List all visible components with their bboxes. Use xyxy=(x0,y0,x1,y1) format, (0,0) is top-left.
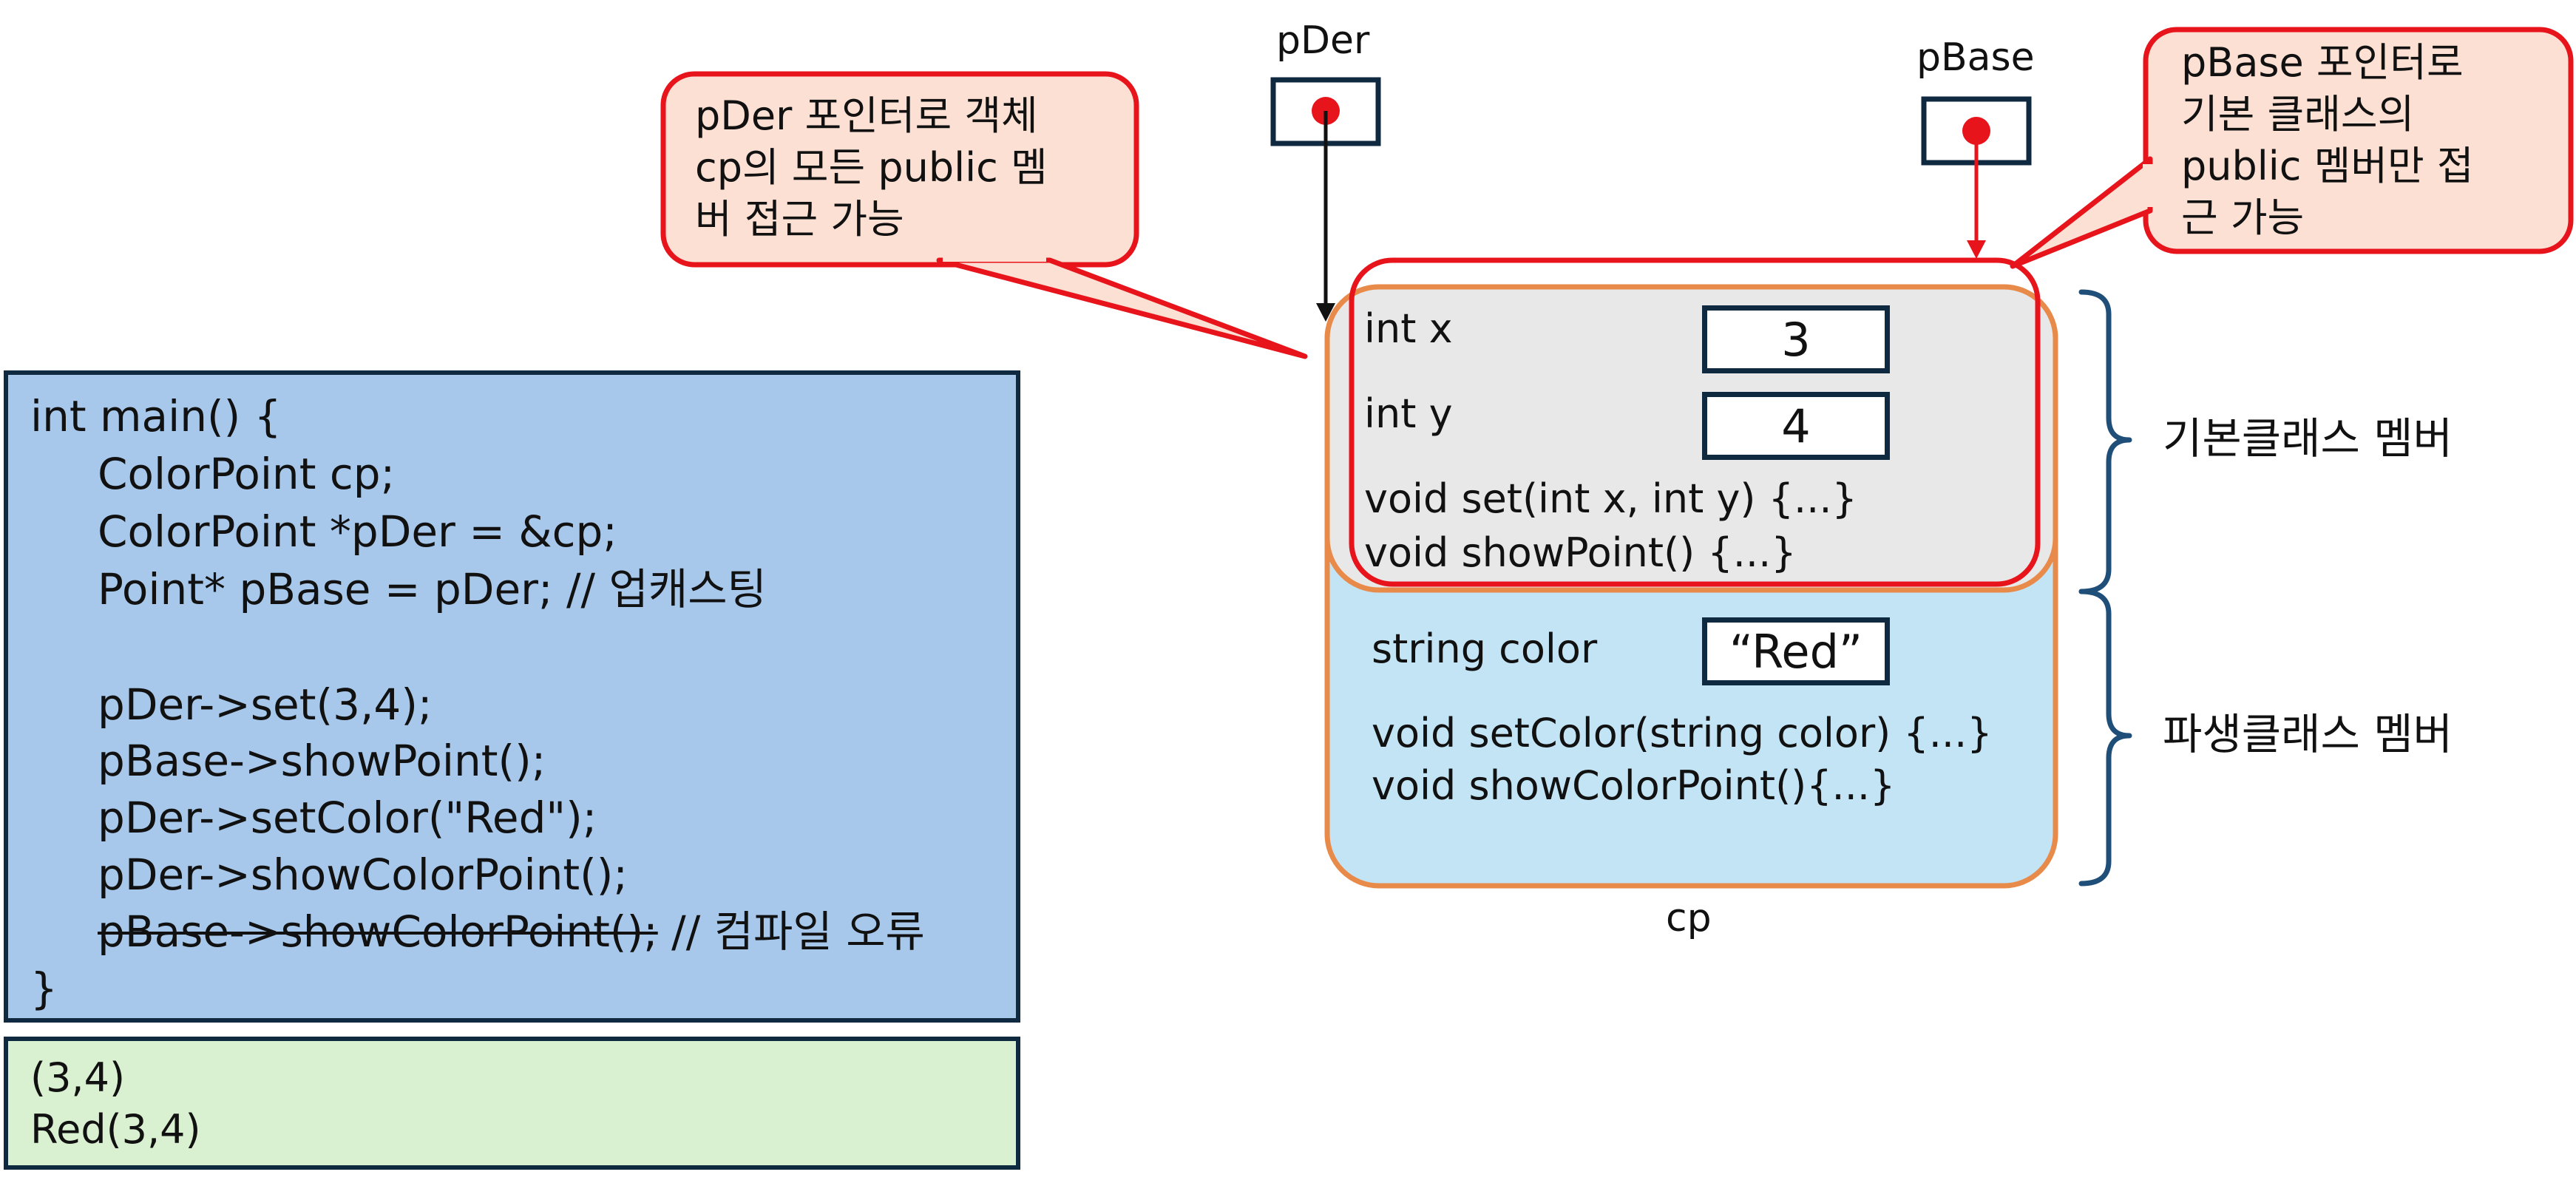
pbase-access-outline xyxy=(1349,257,2041,587)
code-line: pBase->showPoint(); xyxy=(98,736,546,786)
code-line: Point* pBase = pDer; // 업캐스팅 xyxy=(98,564,767,614)
base-brace xyxy=(2078,289,2132,594)
member-int-y: int y xyxy=(1364,390,1453,437)
error-comment: // 컴파일 오류 xyxy=(657,906,925,957)
x-value-box: 3 xyxy=(1702,305,1890,373)
derived-brace xyxy=(2078,589,2132,887)
object-name: cp xyxy=(1666,896,1712,940)
code-block: int main() { ColorPoint cp; ColorPoint *… xyxy=(4,370,1020,1023)
member-string-color: string color xyxy=(1372,626,1598,672)
code-line: int main() { xyxy=(30,391,282,441)
base-brace-label: 기본클래스 멤버 xyxy=(2163,413,2453,464)
member-setcolor-method: void setColor(string color) {...} xyxy=(1372,710,1993,756)
pbase-callout-shape xyxy=(2010,27,2574,269)
color-value-box: “Red” xyxy=(1702,617,1890,685)
member-showpoint-method: void showPoint() {...} xyxy=(1364,529,1797,576)
code-line: ColorPoint *pDer = &cp; xyxy=(98,506,617,557)
derived-brace-label: 파생클래스 멤버 xyxy=(2163,709,2453,759)
pder-label: pDer xyxy=(1276,18,1370,63)
member-set-method: void set(int x, int y) {...} xyxy=(1364,475,1857,522)
pder-callout-shape xyxy=(660,71,1308,359)
y-value: 4 xyxy=(1781,399,1811,453)
pder-callout-text: pDer 포인터로 객체 cp의 모든 public 멤 버 접근 가능 xyxy=(695,92,1048,243)
code-line: pDer->set(3,4); xyxy=(98,679,433,730)
code-error-line: pBase->showColorPoint(); // 컴파일 오류 xyxy=(98,910,925,953)
output-line: (3,4) xyxy=(30,1054,126,1101)
color-value: “Red” xyxy=(1729,624,1863,679)
member-int-x: int x xyxy=(1364,305,1453,352)
pbase-callout-text: pBase 포인터로 기본 클래스의 public 멤버만 접 근 가능 xyxy=(2181,39,2474,241)
member-showcolorpoint-method: void showColorPoint(){...} xyxy=(1372,762,1896,809)
y-value-box: 4 xyxy=(1702,392,1890,460)
output-line: Red(3,4) xyxy=(30,1106,201,1153)
struck-call: pBase->showColorPoint(); xyxy=(98,906,658,957)
code-line: ColorPoint cp; xyxy=(98,449,396,499)
code-line: pDer->showColorPoint(); xyxy=(98,850,628,900)
pbase-label: pBase xyxy=(1916,35,2035,80)
code-line: pDer->setColor("Red"); xyxy=(98,793,597,843)
x-value: 3 xyxy=(1781,312,1811,367)
code-line: } xyxy=(30,963,58,1014)
output-block: (3,4) Red(3,4) xyxy=(4,1037,1020,1170)
